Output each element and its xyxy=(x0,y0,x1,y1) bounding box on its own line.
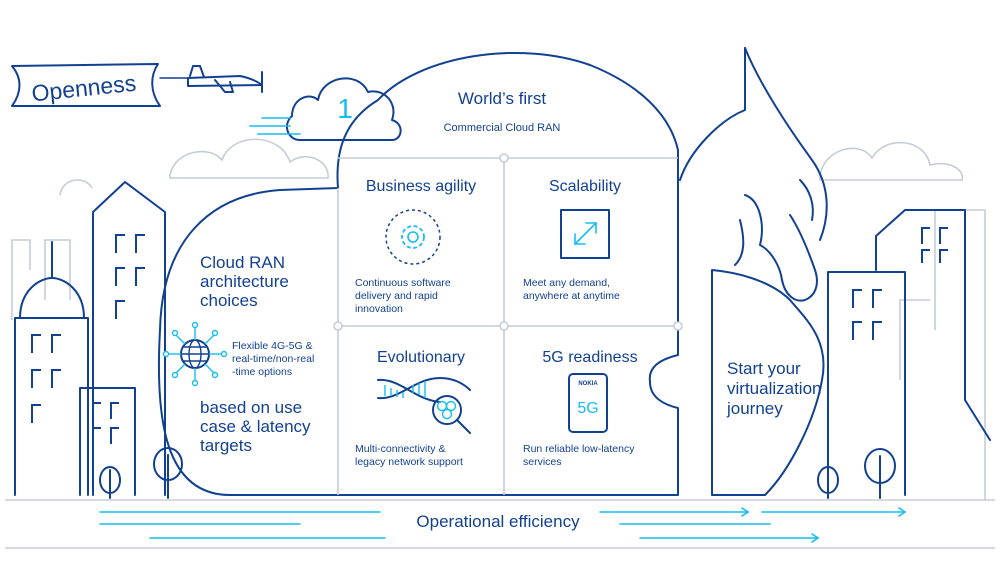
based-on-text: based on use case & latency targets xyxy=(200,398,311,455)
business-agility-desc-line: innovation xyxy=(355,303,403,315)
building-small-left xyxy=(79,387,136,496)
scalability-desc: Meet any demand, anywhere at anytime xyxy=(523,277,620,302)
business-agility-title: Business agility xyxy=(366,178,476,195)
tree-icon xyxy=(817,466,839,499)
magnifier-icon xyxy=(432,395,471,434)
phone-brand: NOKIA xyxy=(578,381,598,387)
wind-lines xyxy=(249,117,301,135)
readiness-title: 5G readiness xyxy=(542,349,637,366)
evolutionary-desc-line: legacy network support xyxy=(355,456,463,468)
journey-puzzle-piece xyxy=(711,269,825,496)
business-agility-desc-line: delivery and rapid xyxy=(355,290,438,302)
card-grid xyxy=(333,153,683,495)
flex-line: Flexible 4G-5G & xyxy=(232,340,313,352)
phone-5g-label: 5G xyxy=(577,400,598,417)
background-buildings xyxy=(11,209,986,500)
based-line: targets xyxy=(200,436,252,455)
globe-network-icon xyxy=(162,321,228,387)
expand-arrow-icon xyxy=(560,209,610,259)
cloud-icon xyxy=(285,77,402,141)
hand-icon xyxy=(679,47,828,302)
journey-line: virtualization xyxy=(727,379,822,398)
scalability-desc-line: anywhere at anytime xyxy=(523,290,620,302)
banner-label: Openness xyxy=(30,70,137,107)
building-right-2 xyxy=(875,209,991,441)
journey-line: journey xyxy=(726,399,783,418)
tree-icon xyxy=(864,448,896,499)
tree-icon xyxy=(153,447,183,499)
first-subtitle: Commercial Cloud RAN xyxy=(444,122,561,134)
business-agility-desc-line: Continuous software xyxy=(355,277,451,289)
first-number: 1 xyxy=(337,93,353,124)
dna-icon xyxy=(377,377,471,403)
flex-options: Flexible 4G-5G & real-time/non-real -tim… xyxy=(232,340,314,378)
efficiency-lines xyxy=(99,507,907,543)
readiness-desc-line: services xyxy=(523,456,562,468)
airplane-icon xyxy=(187,65,263,93)
first-title: World’s first xyxy=(458,89,546,108)
evolutionary-title: Evolutionary xyxy=(377,349,465,366)
main-cloud-outline xyxy=(157,51,679,496)
readiness-desc: Run reliable low-latency services xyxy=(523,443,635,468)
background-clouds xyxy=(59,138,964,196)
building-right-1 xyxy=(827,271,906,496)
journey-text: Start your virtualization journey xyxy=(726,359,822,418)
scalability-title: Scalability xyxy=(549,178,621,195)
building-tall-left xyxy=(92,181,166,496)
based-line: based on use xyxy=(200,398,302,417)
phone-icon xyxy=(568,373,608,433)
evolutionary-desc: Multi-connectivity & legacy network supp… xyxy=(355,443,463,468)
architecture-title-line: choices xyxy=(200,291,258,310)
flex-line: -time options xyxy=(232,366,292,378)
tree-icon xyxy=(99,466,121,499)
flex-line: real-time/non-real xyxy=(232,353,314,365)
business-agility-desc: Continuous software delivery and rapid i… xyxy=(355,277,451,315)
journey-line: Start your xyxy=(727,359,801,378)
footer-label: Operational efficiency xyxy=(416,512,580,531)
architecture-title: Cloud RAN architecture choices xyxy=(200,253,289,310)
readiness-desc-line: Run reliable low-latency xyxy=(523,443,635,455)
gear-cycle-icon xyxy=(385,209,441,265)
architecture-title-line: architecture xyxy=(200,272,289,291)
scalability-desc-line: Meet any demand, xyxy=(523,277,610,289)
based-line: case & latency xyxy=(200,417,311,436)
architecture-title-line: Cloud RAN xyxy=(200,253,285,272)
evolutionary-desc-line: Multi-connectivity & xyxy=(355,443,445,455)
banner xyxy=(11,63,189,107)
building-dome-left xyxy=(14,241,89,496)
